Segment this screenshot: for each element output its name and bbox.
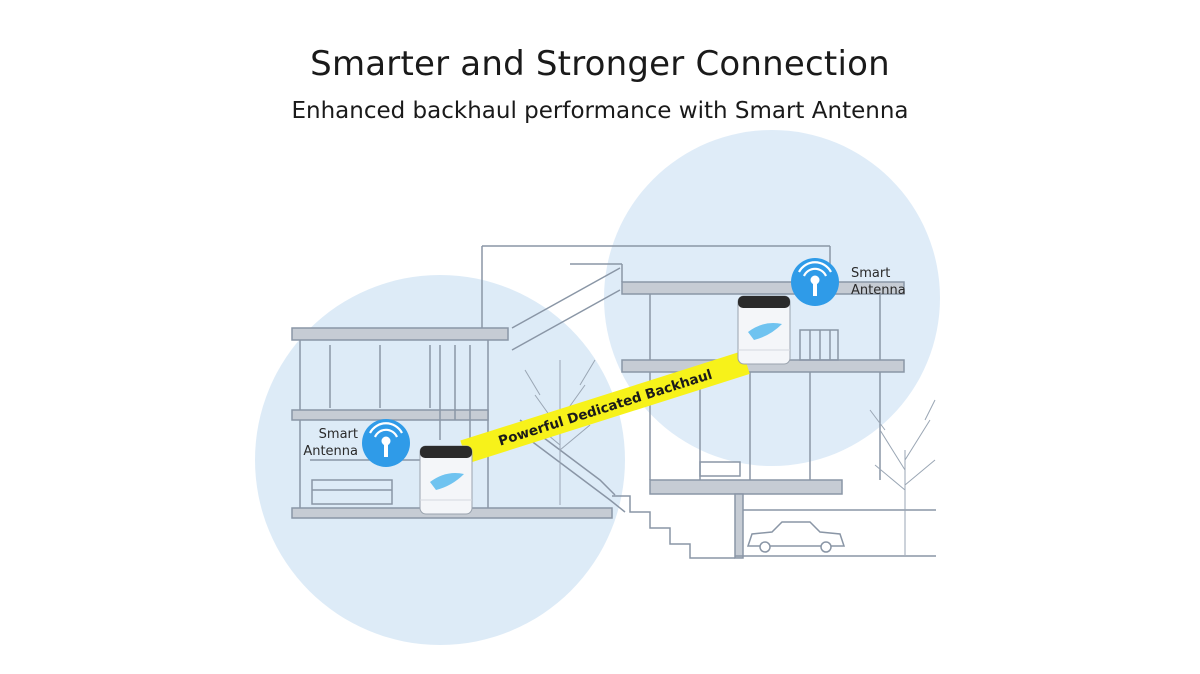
label-line: Smart	[851, 266, 891, 281]
smart-antenna-label-left: Smart Antenna	[296, 426, 358, 460]
router-left	[419, 445, 473, 515]
router-right	[737, 295, 791, 365]
page-subtitle: Enhanced backhaul performance with Smart…	[291, 98, 909, 124]
label-line: Antenna	[851, 283, 906, 298]
router-icon	[748, 323, 782, 340]
wifi-antenna-icon	[362, 419, 410, 467]
smart-antenna-label-right: Smart Antenna	[851, 265, 931, 299]
page-title: Smarter and Stronger Connection	[310, 44, 890, 84]
router-icon	[430, 473, 464, 490]
label-line: Smart	[318, 427, 358, 442]
wifi-antenna-icon	[791, 258, 839, 306]
label-line: Antenna	[303, 444, 358, 459]
